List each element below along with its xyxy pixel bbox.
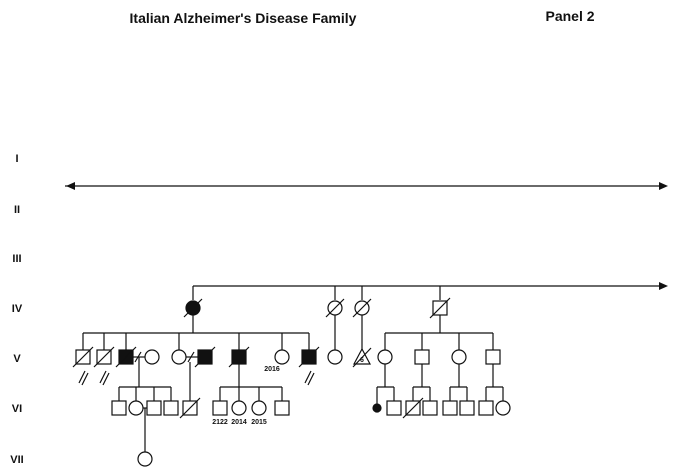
generation-label-ii: II xyxy=(14,204,20,216)
individual-vi-male[interactable] xyxy=(478,400,494,416)
arrow-right-icon xyxy=(659,282,668,290)
individual-vi-male[interactable] xyxy=(146,400,162,416)
sibship-line-vi-f xyxy=(449,364,468,401)
generation-label-iv: IV xyxy=(12,303,23,315)
individual-vi-male[interactable] xyxy=(274,400,290,416)
descent-line-generation-ii xyxy=(65,182,668,190)
individual-vi-male[interactable] xyxy=(163,400,179,416)
individual-v-spouse-female[interactable] xyxy=(144,349,160,365)
individual-v-female[interactable] xyxy=(451,349,467,365)
generation-label-vii: VII xyxy=(10,454,23,466)
sibship-line-vi-d xyxy=(376,364,395,404)
individual-v-female[interactable] xyxy=(377,349,393,365)
individual-id-label: 2015 xyxy=(251,419,267,426)
generation-label-vi: VI xyxy=(12,403,22,415)
individual-vi-male-2122[interactable]: 2122 xyxy=(212,400,228,426)
individual-vi-female-2014[interactable]: 2014 xyxy=(231,400,247,426)
individual-vi-deceased-male[interactable] xyxy=(179,397,201,419)
individual-vi-male[interactable] xyxy=(422,400,438,416)
generation-label-v: V xyxy=(13,353,21,365)
individual-vi-female[interactable] xyxy=(128,400,144,416)
individual-vi-affected-female[interactable] xyxy=(372,403,382,413)
generation-label-i: I xyxy=(15,153,18,165)
panel-label: Panel 2 xyxy=(545,8,594,24)
sibship-line-vi-a xyxy=(118,357,172,401)
sibship-line-vi-g xyxy=(485,364,504,401)
individual-id-label: 2016 xyxy=(264,366,280,373)
individual-v-deceased-male[interactable] xyxy=(93,346,115,386)
individual-v-male[interactable] xyxy=(414,349,430,365)
individual-iv-deceased-female[interactable] xyxy=(325,298,345,318)
individual-v-affected-male[interactable] xyxy=(228,346,250,368)
individual-vi-deceased-male[interactable] xyxy=(402,397,424,419)
sibship-line-vi-c xyxy=(219,364,283,401)
individual-id-label: 2014 xyxy=(231,419,247,426)
individual-vi-male[interactable] xyxy=(459,400,475,416)
individual-v-male[interactable] xyxy=(485,349,501,365)
individual-iv-deceased-male[interactable] xyxy=(429,297,451,319)
individual-vii-female[interactable] xyxy=(137,451,153,467)
arrow-right-icon xyxy=(659,182,668,190)
individual-vi-male[interactable] xyxy=(442,400,458,416)
individual-iv-affected-female[interactable] xyxy=(183,298,203,318)
individual-v-female-2016[interactable]: 2016 xyxy=(264,349,290,373)
individual-v-multiple-offspring-triangle[interactable]: 6 xyxy=(352,347,372,368)
sibship-line-v-middle xyxy=(334,315,363,350)
sibship-line-vi-e xyxy=(412,364,431,401)
sibship-line-v-right xyxy=(384,315,494,350)
arrow-left-icon xyxy=(66,182,75,190)
pedigree-title: Italian Alzheimer's Disease Family xyxy=(130,10,357,26)
descent-line-generation-iv xyxy=(192,282,668,300)
individual-v-female[interactable] xyxy=(327,349,343,365)
sibship-line-v-left xyxy=(82,315,310,350)
generation-label-iii: III xyxy=(12,253,21,265)
individual-vi-female[interactable] xyxy=(495,400,511,416)
individual-id-label: 2122 xyxy=(212,419,228,426)
individual-v-affected-spouse-male[interactable] xyxy=(194,346,216,368)
individual-v-affected-male[interactable] xyxy=(298,346,320,386)
offspring-count-label: 6 xyxy=(360,357,364,364)
individual-vi-male[interactable] xyxy=(111,400,127,416)
individual-vi-female-2015[interactable]: 2015 xyxy=(251,400,267,426)
individual-v-deceased-male[interactable] xyxy=(72,346,94,386)
individual-vi-male[interactable] xyxy=(386,400,402,416)
individual-v-female[interactable] xyxy=(171,349,187,365)
individual-v-affected-male[interactable] xyxy=(115,346,137,368)
marriage-line-v xyxy=(186,351,198,363)
individual-iv-deceased-female[interactable] xyxy=(352,298,372,318)
